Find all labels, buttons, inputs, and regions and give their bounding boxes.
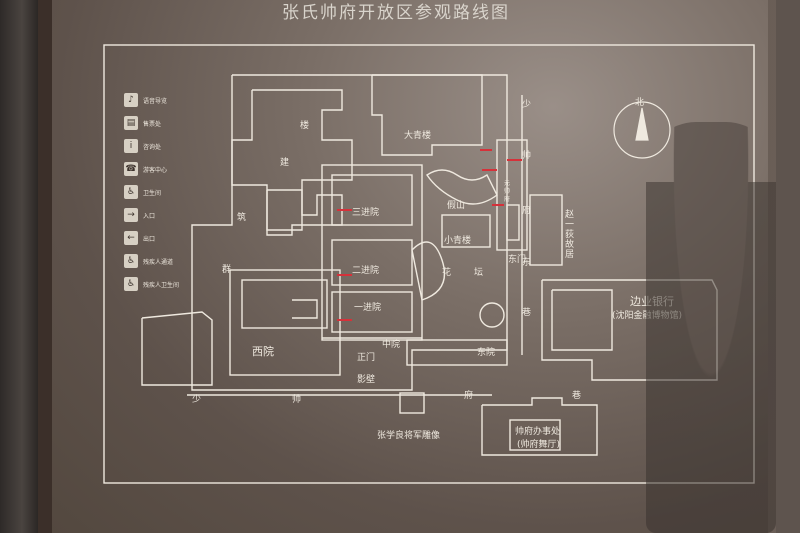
reflection-figure <box>646 122 776 533</box>
jiashan-rock <box>426 169 498 205</box>
pavilion <box>479 302 505 328</box>
label-yuanshifu: 元帅府 <box>504 180 511 203</box>
label-zhongyuan: 中院 <box>382 340 401 350</box>
audio-guide-icon: ♪ <box>124 93 138 107</box>
xiao-qing-lou <box>441 214 491 248</box>
statue-base <box>399 392 425 414</box>
entrance-icon: → <box>124 208 138 222</box>
label-building-b: 建 <box>280 158 290 168</box>
legend-item: ♿ 残疾人卫生间 <box>124 276 179 292</box>
label-yingbi: 影壁 <box>357 375 376 385</box>
label-zhengmen: 正门 <box>357 353 376 363</box>
label-east-lane-4: 东 <box>522 258 532 268</box>
ticket-icon: ▤ <box>124 116 138 130</box>
west-annex <box>141 311 213 386</box>
label-tan: 坛 <box>474 268 484 278</box>
east-strip <box>496 139 528 251</box>
legend-item: ♿ 卫生间 <box>124 184 161 200</box>
label-south-lane-3: 府 <box>464 391 474 401</box>
sanjin-courtyard <box>331 174 413 226</box>
da-qing-lou <box>371 74 483 156</box>
erjin-courtyard <box>331 239 413 286</box>
label-building-d: 群 <box>222 265 232 275</box>
nw-building <box>231 89 353 231</box>
west-courtyard <box>229 269 341 376</box>
label-east-lane-5: 巷 <box>522 308 532 318</box>
label-hua: 花 <box>442 268 452 278</box>
shuaifu-office <box>481 397 598 456</box>
label-building-a: 楼 <box>300 121 310 131</box>
map-title: 张氏帅府开放区参观路线图 <box>282 3 510 23</box>
legend-item: i 咨询处 <box>124 138 161 154</box>
label-sanjinyuan: 三进院 <box>352 208 380 218</box>
legend-item: ♿ 残疾人通道 <box>124 253 173 269</box>
label-north: 北 <box>635 98 645 108</box>
legend-item: → 入口 <box>124 207 155 223</box>
label-office-line1: 帅府办事处 <box>515 427 561 437</box>
legend-item: ♪ 语音导览 <box>124 92 167 108</box>
adjacent-sign: 楼 馆 总 银 公 his <box>776 0 800 533</box>
exit-icon: ← <box>124 231 138 245</box>
label-yijinyuan: 一进院 <box>354 303 382 313</box>
label-east-lane-3: 府 <box>522 206 532 216</box>
label-erjinyuan: 二进院 <box>352 266 380 276</box>
accessible-toilet-icon: ♿ <box>124 277 138 291</box>
label-south-lane-4: 巷 <box>572 391 582 401</box>
legend-item: ☎ 游客中心 <box>124 162 168 176</box>
label-office-line2: (帅府舞厅) <box>517 440 561 450</box>
label-building-c: 筑 <box>237 213 247 223</box>
label-dongmen: 东门 <box>508 255 527 265</box>
label-south-lane-2: 帅 <box>292 395 302 405</box>
central-courtyards <box>321 164 423 341</box>
label-zhao-yidi: 赵一荻故居 <box>565 210 575 260</box>
legend-item: ← 出口 <box>124 230 155 246</box>
info-icon: i <box>124 139 138 153</box>
dongyuan <box>406 339 508 366</box>
label-dongyuan: 东院 <box>477 348 496 358</box>
label-daqinglou: 大青楼 <box>404 131 432 141</box>
route-markers <box>337 149 522 321</box>
label-east-lane-1: 少 <box>522 100 532 110</box>
service-icon: ☎ <box>124 162 138 176</box>
toilet-icon: ♿ <box>124 185 138 199</box>
label-xiaoqinglou: 小青楼 <box>444 236 472 246</box>
yijin-courtyard <box>331 291 413 333</box>
zhao-yidi-residence <box>529 194 563 266</box>
label-jiashan: 假山 <box>447 201 466 211</box>
label-statue: 张学良将军雕像 <box>377 431 441 441</box>
label-xiyuan: 西院 <box>252 345 274 358</box>
wheelchair-icon: ♿ <box>124 254 138 268</box>
compound-wall <box>191 74 508 391</box>
legend-item: ▤ 售票处 <box>124 115 161 131</box>
label-east-lane-2: 帅 <box>522 151 532 161</box>
site-plan <box>103 44 755 484</box>
label-south-lane-1: 少 <box>192 395 202 405</box>
